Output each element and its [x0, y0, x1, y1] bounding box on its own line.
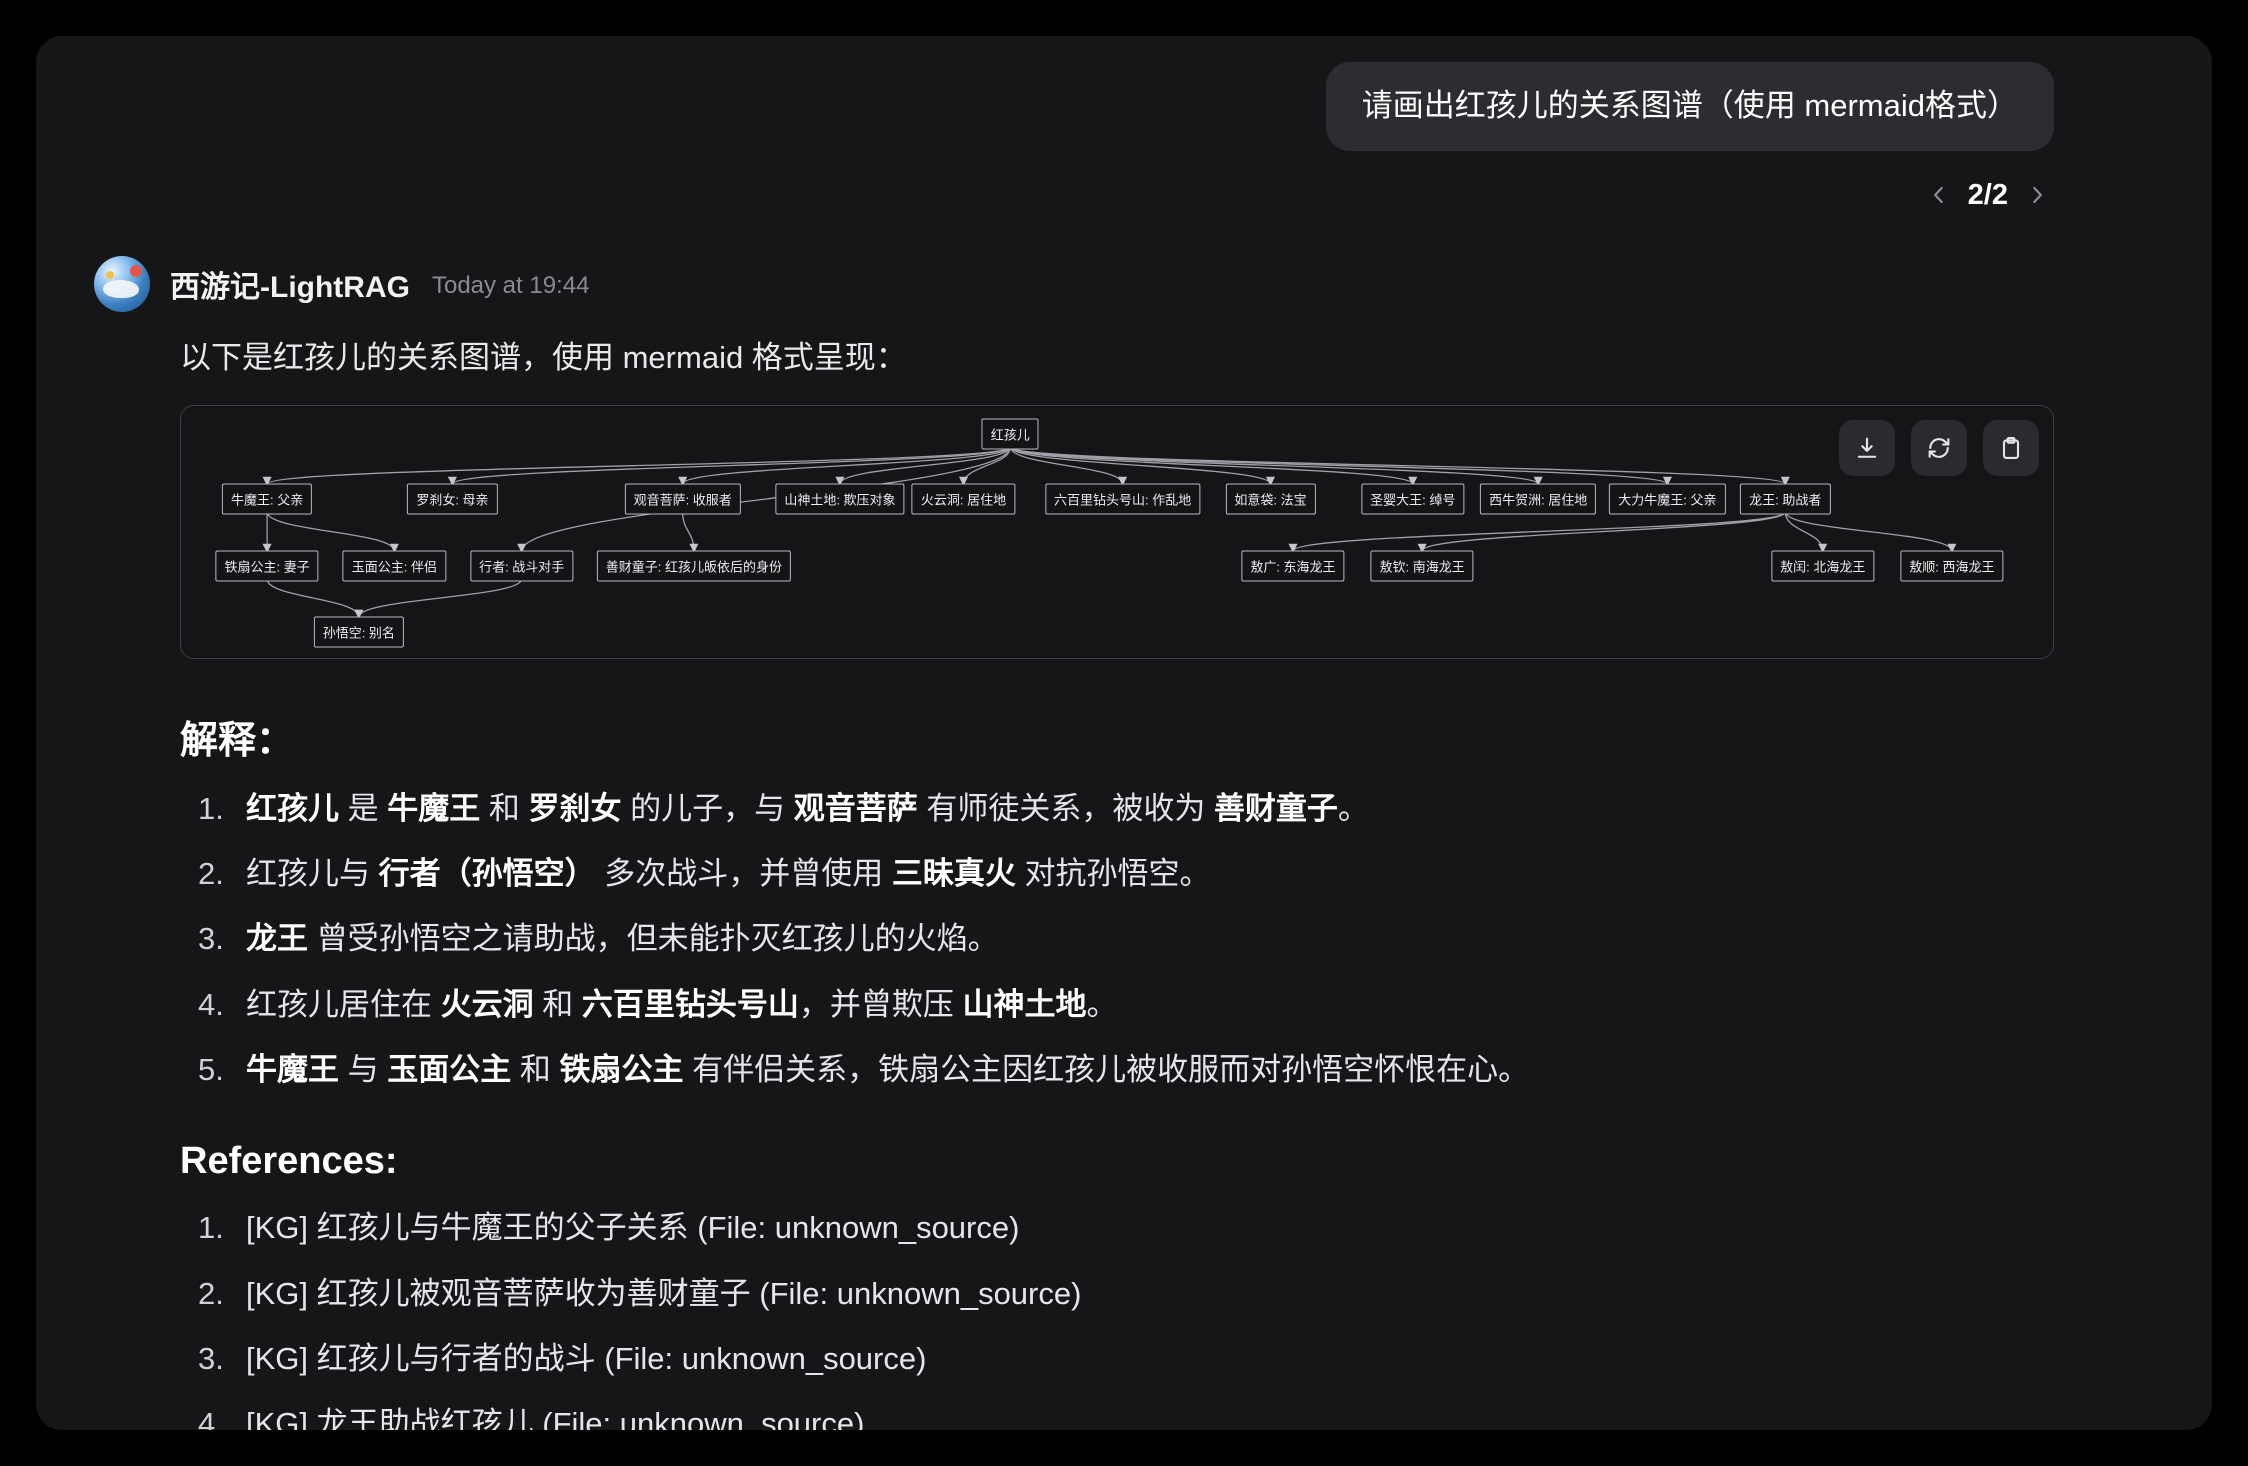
chat-window: 请画出红孩儿的关系图谱（使用 mermaid格式） 2/2 西游记-LightR…	[36, 36, 2212, 1430]
list-number: 3.	[198, 921, 224, 957]
chevron-left-icon[interactable]	[1926, 182, 1952, 208]
assistant-header: 西游记-LightRAG Today at 19:44	[94, 255, 2054, 312]
explanation-title: 解释：	[180, 719, 295, 762]
mermaid-canvas: 红孩儿牛魔王: 父亲 罗刹女: 母亲 观音菩萨: 收服者 山神土地: 欺压对象火云洞:…	[181, 406, 2053, 658]
diagram-node-ryd: 如意袋: 法宝	[1225, 483, 1316, 515]
diagram-node-scdz: 善财童子: 红孩儿皈依后的身份	[596, 550, 792, 582]
explanation-item: 2. 红孩儿与 行者（孙悟空） 多次战斗，并曾使用 三昧真火 对抗孙悟空。	[180, 854, 2054, 894]
list-number: 1.	[198, 1210, 224, 1246]
diagram-node-arun: 敖闰: 北海龙王	[1771, 550, 1875, 582]
clipboard-icon	[2002, 436, 2020, 459]
diagram-node-ymgs: 玉面公主: 伴侣	[342, 550, 447, 582]
explanation-item: 5. 牛魔王 与 玉面公主 和 铁扇公主 有伴侣关系，铁扇公主因红孩儿被收服而对孙…	[180, 1050, 2054, 1090]
list-number: 3.	[198, 1340, 224, 1376]
diagram-node-lbl: 六百里钻头号山: 作乱地	[1044, 483, 1201, 515]
references-title: References:	[180, 1140, 398, 1183]
diagram-node-nmw: 牛魔王: 父亲	[221, 483, 313, 515]
message-pagination: 2/2	[36, 179, 2050, 212]
list-text: [KG] 红孩儿与行者的战斗 (File: unknown_source)	[246, 1340, 927, 1376]
diagram-node-ashun: 敖顺: 西海龙王	[1900, 550, 2004, 582]
mermaid-diagram-panel: 红孩儿牛魔王: 父亲 罗刹女: 母亲 观音菩萨: 收服者 山神土地: 欺压对象火云洞:…	[180, 404, 2054, 659]
chevron-right-icon[interactable]	[2024, 182, 2050, 208]
list-number: 4.	[198, 1406, 224, 1430]
list-text: [KG] 红孩儿与牛魔王的父子关系 (File: unknown_source)	[246, 1210, 1020, 1246]
diagram-edges	[262, 446, 1957, 619]
explanation-item: 3. 龙王 曾受孙悟空之请助战，但未能扑灭红孩儿的火焰。	[180, 919, 2054, 959]
copy-diagram-button[interactable]	[1983, 419, 2039, 476]
diagram-node-aq: 敖钦: 南海龙王	[1370, 550, 1474, 582]
diagram-node-tsgz: 铁扇公主: 妻子	[215, 550, 319, 582]
list-text: 红孩儿居住在 火云洞 和 六百里钻头号山，并曾欺压 山神土地。	[246, 986, 1118, 1022]
references-item: 3. [KG] 红孩儿与行者的战斗 (File: unknown_source)	[180, 1339, 2054, 1379]
list-text: 红孩儿与 行者（孙悟空） 多次战斗，并曾使用 三昧真火 对抗孙悟空。	[246, 856, 1211, 892]
assistant-message: 西游记-LightRAG Today at 19:44 以下是红孩儿的关系图谱，…	[94, 255, 2054, 1430]
diagram-node-hhe: 红孩儿	[981, 418, 1039, 450]
avatar	[94, 255, 150, 312]
references-item: 1. [KG] 红孩儿与牛魔王的父子关系 (File: unknown_sourc…	[180, 1208, 2054, 1248]
references-item: 4. [KG] 龙王助战红孩儿 (File: unknown_source)	[180, 1404, 2054, 1430]
refresh-button[interactable]	[1911, 419, 1967, 476]
pagination-counter: 2/2	[1967, 178, 2008, 211]
assistant-name: 西游记-LightRAG	[170, 270, 410, 304]
refresh-icon	[1928, 437, 1950, 458]
list-text: 龙王 曾受孙悟空之请助战，但未能扑灭红孩儿的火焰。	[246, 921, 999, 957]
intro-text: 以下是红孩儿的关系图谱，使用 mermaid 格式呈现：	[180, 339, 907, 375]
list-text: 红孩儿 是 牛魔王 和 罗刹女 的儿子，与 观音菩萨 有师徒关系，被收为 善财童…	[246, 790, 1369, 826]
diagram-node-hyd: 火云洞: 居住地	[911, 483, 1016, 515]
explanation-item: 1. 红孩儿 是 牛魔王 和 罗刹女 的儿子，与 观音菩萨 有师徒关系，被收为 善…	[180, 789, 2054, 829]
assistant-content: 以下是红孩儿的关系图谱，使用 mermaid 格式呈现： 红孩儿牛魔王: 父亲 罗…	[180, 332, 2054, 1430]
explanation-list: 1. 红孩儿 是 牛魔王 和 罗刹女 的儿子，与 观音菩萨 有师徒关系，被收为 善…	[180, 789, 2054, 1090]
message-timestamp: Today at 19:44	[431, 272, 590, 300]
diagram-toolbar	[1839, 419, 2039, 476]
list-number: 5.	[198, 1051, 224, 1087]
diagram-node-dlnmw: 大力牛魔王: 父亲	[1609, 483, 1726, 515]
list-text: 牛魔王 与 玉面公主 和 铁扇公主 有伴侣关系，铁扇公主因红孩儿被收服而对孙悟空…	[246, 1051, 1530, 1087]
references-list: 1. [KG] 红孩儿与牛魔王的父子关系 (File: unknown_sourc…	[180, 1208, 2054, 1430]
list-number: 1.	[198, 790, 224, 826]
user-message-bubble: 请画出红孩儿的关系图谱（使用 mermaid格式）	[1325, 62, 2054, 151]
diagram-node-swk: 孙悟空: 别名	[313, 616, 404, 648]
diagram-node-sstd: 山神土地: 欺压对象	[775, 483, 905, 515]
diagram-node-lcn: 罗刹女: 母亲	[407, 483, 498, 515]
user-message-row: 请画出红孩儿的关系图谱（使用 mermaid格式）	[36, 62, 2054, 151]
diagram-node-syd: 圣婴大王: 绰号	[1361, 483, 1465, 515]
download-button[interactable]	[1839, 419, 1895, 476]
list-text: [KG] 红孩儿被观音菩萨收为善财童子 (File: unknown_sourc…	[246, 1275, 1082, 1311]
diagram-node-xnh: 西牛贺洲: 居住地	[1480, 483, 1597, 515]
list-number: 2.	[198, 856, 224, 892]
download-icon	[1857, 437, 1877, 458]
references-item: 2. [KG] 红孩儿被观音菩萨收为善财童子 (File: unknown_sou…	[180, 1274, 2054, 1314]
diagram-node-ag: 敖广: 东海龙王	[1241, 550, 1345, 582]
explanation-item: 4. 红孩儿居住在 火云洞 和 六百里钻头号山，并曾欺压 山神土地。	[180, 985, 2054, 1025]
diagram-node-xz: 行者: 战斗对手	[470, 550, 574, 582]
list-number: 4.	[198, 986, 224, 1022]
list-text: [KG] 龙王助战红孩儿 (File: unknown_source)	[246, 1406, 865, 1430]
list-number: 2.	[198, 1275, 224, 1311]
diagram-node-gy: 观音菩萨: 收服者	[624, 483, 741, 515]
diagram-node-lw: 龙王: 助战者	[1740, 483, 1831, 515]
